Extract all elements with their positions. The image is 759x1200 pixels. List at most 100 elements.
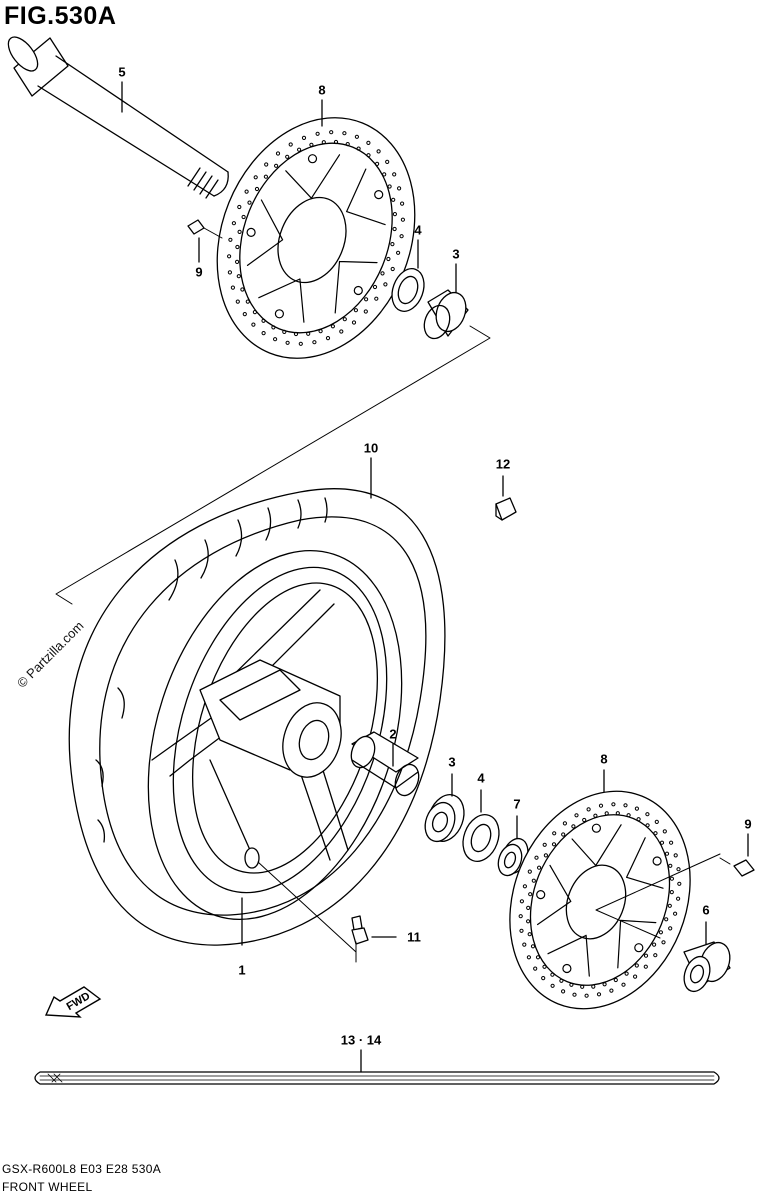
drill-hole (586, 807, 591, 812)
front-axle[interactable] (3, 32, 229, 199)
drill-hole (537, 865, 542, 870)
drill-hole (354, 134, 359, 139)
drill-hole (623, 803, 628, 808)
callout-11[interactable]: 11 (407, 929, 421, 945)
brake-disc-right[interactable] (478, 764, 721, 1036)
drill-hole (309, 142, 314, 147)
drill-hole (569, 982, 574, 987)
balance-weight[interactable] (495, 475, 517, 521)
drill-hole (236, 274, 241, 279)
drill-hole (634, 806, 640, 811)
drill-hole (653, 831, 658, 836)
drill-hole (274, 163, 279, 168)
floating-button (246, 227, 256, 237)
bearing-upper[interactable] (386, 239, 429, 316)
drill-hole (534, 855, 539, 860)
drill-hole (580, 984, 585, 989)
drill-hole (604, 811, 609, 816)
callout-8-lower[interactable]: 8 (600, 751, 608, 767)
callout-3-lower[interactable]: 3 (448, 754, 456, 770)
disc-bolt-lower[interactable] (719, 833, 755, 877)
callout-9-lower[interactable]: 9 (744, 816, 752, 832)
drill-hole (584, 993, 589, 998)
drill-hole (664, 917, 669, 922)
front-wheel-tire[interactable] (68, 457, 446, 952)
disc-bolt-upper[interactable] (187, 219, 223, 263)
drill-hole (596, 992, 602, 997)
callout-4-upper[interactable]: 4 (414, 222, 422, 238)
drill-hole (392, 172, 397, 177)
drill-hole (400, 217, 405, 222)
callout-13-14[interactable]: 13 · 14 (340, 1032, 382, 1048)
drill-hole (572, 992, 577, 997)
callout-10[interactable]: 10 (363, 440, 379, 456)
bearing-lower[interactable] (457, 789, 505, 866)
floating-button (307, 154, 318, 164)
drill-hole (677, 881, 682, 886)
rim-tape[interactable] (34, 1049, 720, 1085)
callout-6[interactable]: 6 (702, 902, 710, 918)
drill-hole (315, 131, 320, 136)
drill-hole (527, 932, 532, 937)
drill-hole (634, 963, 639, 968)
drill-hole (376, 149, 381, 154)
wheel-collar[interactable] (680, 921, 735, 995)
drill-hole (662, 829, 667, 834)
callout-7[interactable]: 7 (513, 796, 521, 812)
callout-2[interactable]: 2 (389, 726, 397, 742)
drill-hole (526, 955, 532, 960)
callout-9-upper[interactable]: 9 (195, 264, 203, 280)
drill-hole (240, 287, 245, 292)
callout-5[interactable]: 5 (118, 64, 126, 80)
spacer-upper[interactable] (420, 263, 471, 342)
drill-hole (253, 175, 258, 180)
drill-hole (356, 146, 361, 151)
drill-hole (297, 147, 302, 152)
drill-hole (382, 172, 387, 177)
drill-hole (285, 340, 290, 345)
callout-3-upper[interactable]: 3 (452, 246, 460, 262)
drill-hole (261, 331, 266, 336)
drill-hole (293, 331, 299, 337)
drill-hole (301, 135, 307, 140)
drill-hole (574, 813, 579, 818)
callout-8-upper[interactable]: 8 (318, 82, 326, 98)
drill-hole (392, 226, 397, 232)
tire-valve[interactable] (257, 861, 397, 963)
drill-hole (533, 966, 538, 971)
callout-4-lower[interactable]: 4 (477, 770, 485, 786)
drill-hole (669, 890, 674, 895)
disc-carrier-spoke (571, 824, 622, 867)
assembly-guide-line (55, 325, 491, 605)
drill-hole (535, 955, 541, 960)
drill-hole (645, 823, 650, 828)
spacer-center[interactable] (347, 731, 423, 799)
drill-hole (227, 254, 232, 259)
drill-hole (591, 984, 596, 989)
floating-button (536, 889, 546, 900)
bearing-lower-inner[interactable] (420, 773, 470, 846)
drill-hole (561, 989, 566, 994)
drill-hole (241, 214, 246, 220)
drill-hole (645, 812, 650, 817)
drill-hole (561, 832, 566, 837)
drill-hole (654, 819, 659, 825)
drill-hole (571, 824, 576, 829)
drill-hole (251, 322, 256, 327)
callout-12[interactable]: 12 (495, 456, 511, 472)
drill-hole (522, 884, 528, 889)
drill-hole (235, 299, 240, 304)
drill-hole (375, 161, 380, 166)
drill-hole (673, 853, 678, 858)
brake-disc-left[interactable] (182, 88, 449, 388)
drill-hole (530, 944, 536, 949)
drill-hole (252, 310, 257, 315)
callout-1[interactable]: 1 (238, 962, 246, 978)
drill-hole (613, 977, 618, 983)
drill-hole (636, 817, 641, 822)
drill-hole (245, 299, 250, 304)
drill-hole (550, 983, 555, 988)
drill-hole (247, 200, 252, 205)
